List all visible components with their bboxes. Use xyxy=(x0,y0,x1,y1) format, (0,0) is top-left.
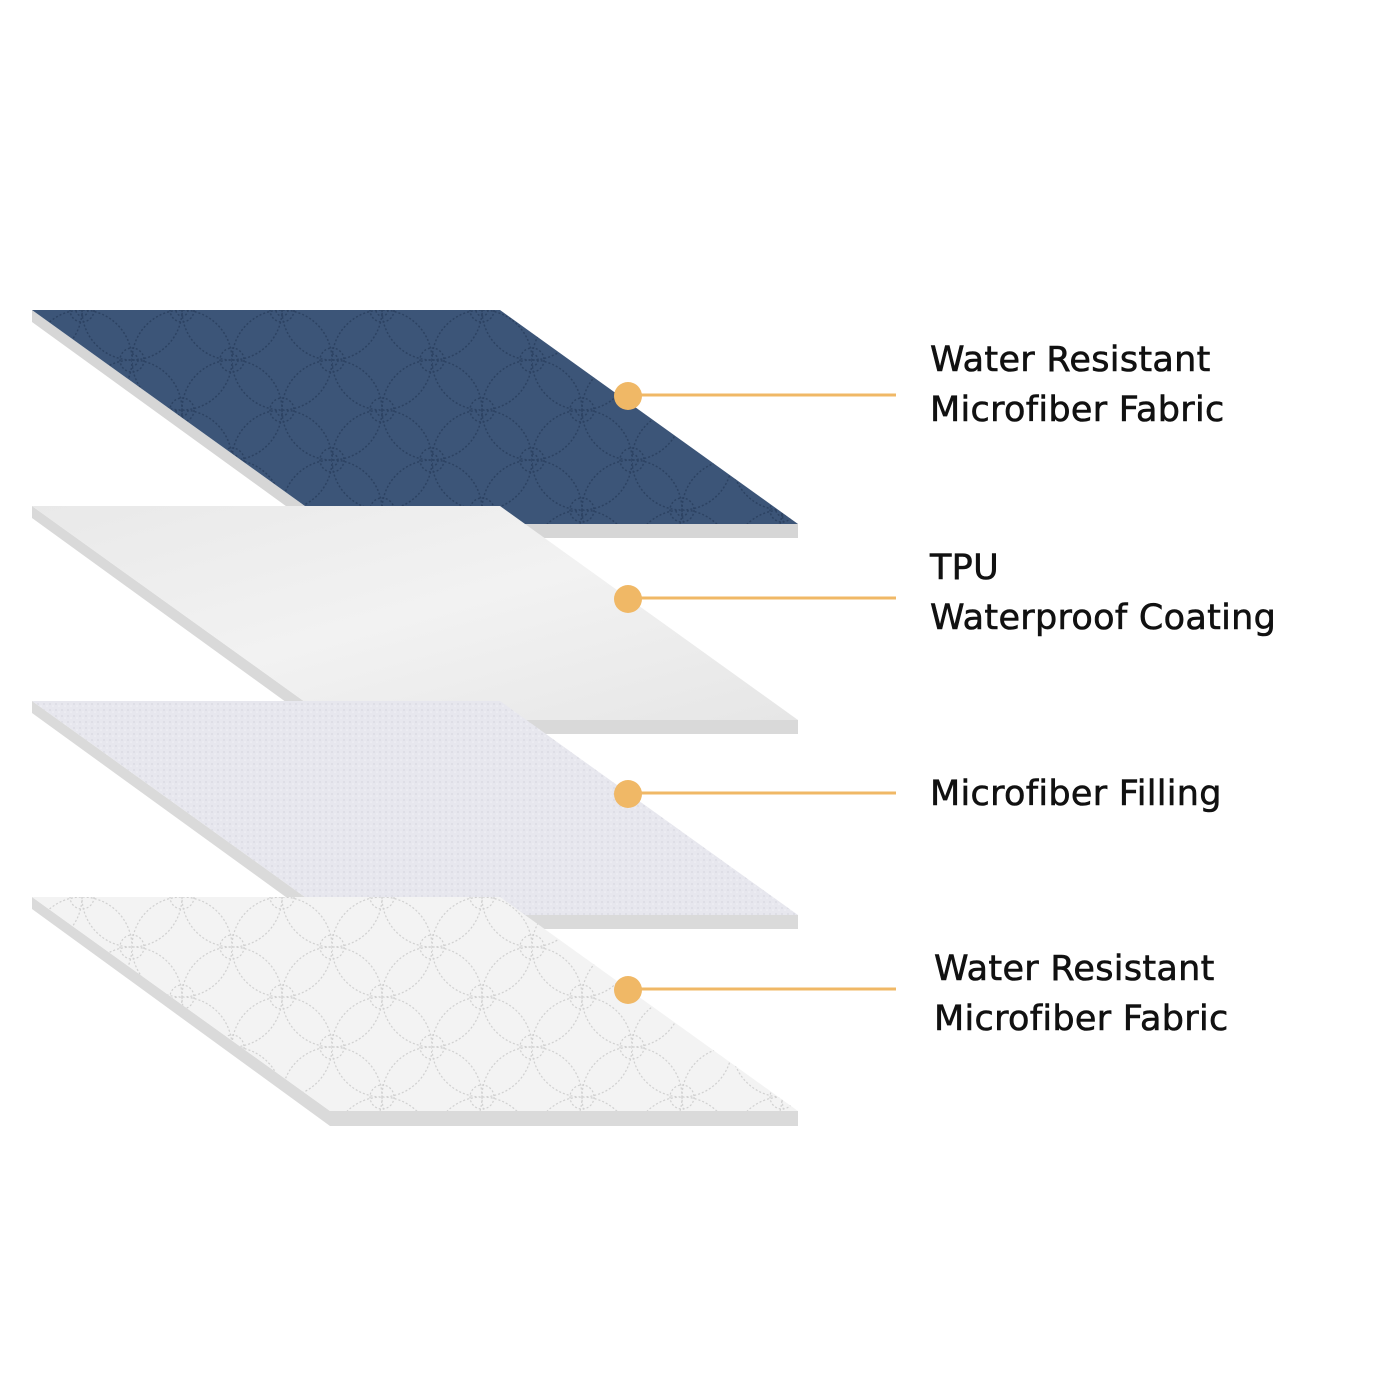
callout-3 xyxy=(614,780,896,808)
label-bottom-fabric: Water Resistant Microfiber Fabric xyxy=(934,944,1229,1044)
label-line: Microfiber Fabric xyxy=(930,390,1225,431)
callout-dot xyxy=(614,382,642,410)
layer-top-fabric xyxy=(32,310,798,538)
label-line: Waterproof Coating xyxy=(930,598,1277,639)
callout-4 xyxy=(614,976,896,1004)
layer-bottom-fabric xyxy=(32,897,798,1126)
label-line: Microfiber Fabric xyxy=(934,999,1229,1040)
label-top-fabric: Water Resistant Microfiber Fabric xyxy=(930,335,1225,435)
label-line: Water Resistant xyxy=(930,340,1211,381)
callout-dot xyxy=(614,780,642,808)
callout-1 xyxy=(614,382,896,410)
callout-2 xyxy=(614,585,896,613)
label-line: Water Resistant xyxy=(934,949,1215,990)
label-tpu-coating: TPU Waterproof Coating xyxy=(930,543,1276,643)
callout-dot xyxy=(614,585,642,613)
label-line: Microfiber Filling xyxy=(930,774,1222,815)
callout-dot xyxy=(614,976,642,1004)
layer-filling xyxy=(32,701,798,929)
label-filling: Microfiber Filling xyxy=(930,769,1222,819)
layer-tpu-coating xyxy=(32,506,798,734)
label-line: TPU xyxy=(930,548,1000,589)
